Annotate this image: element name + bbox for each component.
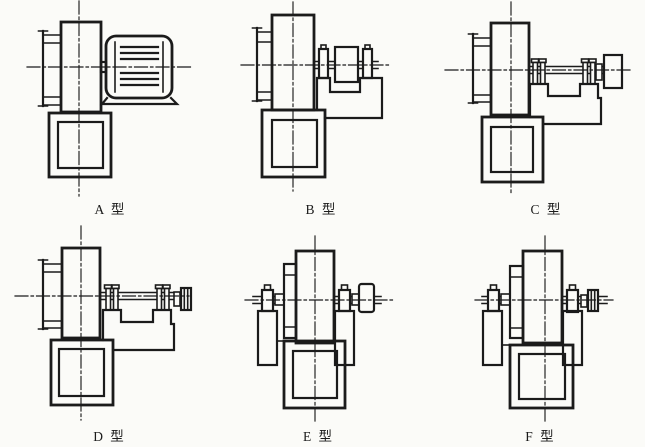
fan-arrangement-type-b: B 型 — [215, 0, 430, 223]
type-f-drawing — [474, 235, 614, 423]
pulley — [602, 53, 624, 90]
type-c-drawing — [444, 1, 632, 195]
fan-arrangement-type-e: E 型 — [215, 223, 430, 447]
pedestal-left — [256, 309, 285, 367]
centerlines — [244, 235, 394, 423]
pedestal-left — [481, 309, 511, 367]
bearing-right — [154, 284, 171, 311]
motor-fins — [119, 45, 160, 87]
support-base — [47, 111, 113, 179]
support-base — [480, 115, 545, 184]
centerlines — [474, 235, 614, 423]
fan-arrangement-type-a: A 型 — [0, 0, 215, 223]
inlet-collar — [37, 258, 63, 331]
pulley — [357, 282, 376, 314]
centerlines — [444, 1, 632, 195]
inlet-collar — [282, 262, 298, 340]
type-a-drawing — [26, 0, 194, 197]
type-c-label: C 型 — [530, 202, 563, 217]
type-d-label: D 型 — [93, 429, 126, 444]
type-b-label: B 型 — [305, 202, 338, 217]
inlet-collar — [508, 264, 525, 340]
fan-casing — [521, 249, 564, 345]
bearing-left — [486, 284, 501, 313]
bearing-left — [103, 284, 120, 311]
bearing-pedestal — [101, 308, 176, 352]
type-a-label: A 型 — [94, 202, 127, 217]
inlet-collar — [37, 29, 62, 108]
fan-arrangement-type-d: D 型 — [0, 223, 215, 447]
fan-casing — [489, 21, 531, 117]
bearing-pedestal — [528, 82, 603, 126]
bearing-right — [361, 44, 374, 80]
inlet-collar — [251, 26, 273, 103]
bearing-pedestal — [315, 76, 384, 120]
fan-arrangement-type-f: F 型 — [430, 223, 645, 447]
fan-arrangement-type-c: C 型 — [430, 0, 645, 223]
centerlines — [240, 1, 390, 192]
centerlines — [26, 0, 194, 197]
shaft-collar-right — [580, 294, 588, 308]
bearing-right — [337, 284, 352, 313]
inlet-collar — [467, 32, 492, 105]
bearing-right — [580, 58, 597, 85]
type-f-label: F 型 — [525, 429, 556, 444]
shaft-collar — [595, 63, 603, 81]
support-base — [49, 338, 115, 407]
centerlines — [14, 225, 190, 421]
motor-foot — [99, 96, 180, 106]
bearing-left — [317, 44, 330, 80]
type-b-drawing — [240, 1, 390, 192]
bearing-right — [565, 284, 580, 314]
type-e-label: E 型 — [302, 429, 335, 444]
shaft-collar — [173, 291, 181, 307]
support-base — [508, 343, 575, 410]
motor — [99, 34, 180, 106]
bearing-left — [530, 58, 547, 85]
type-d-drawing — [14, 225, 193, 421]
bearing-left — [260, 284, 275, 313]
type-e-drawing — [244, 235, 394, 423]
coupling — [179, 286, 193, 312]
